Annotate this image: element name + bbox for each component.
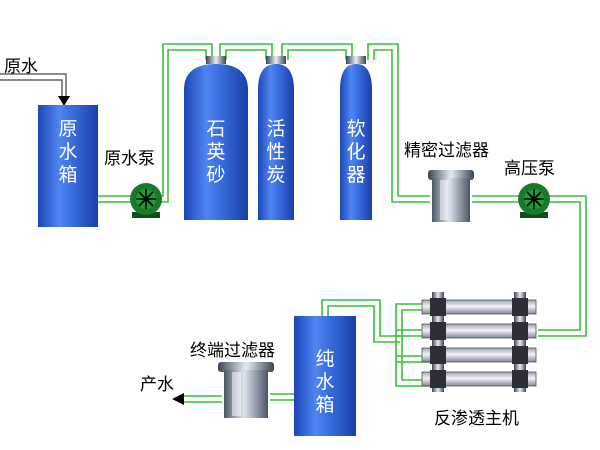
activated-carbon-label: 活性炭 (266, 118, 286, 186)
inlet-arrow (58, 96, 70, 106)
pure-water-tank (294, 316, 356, 436)
pure-water-tank-label: 纯水箱 (315, 348, 335, 416)
raw-water-inlet-pipe (0, 73, 67, 100)
terminal-filter-label: 终端过滤器 (190, 341, 275, 361)
precision-filter-label: 精密过滤器 (404, 141, 489, 161)
terminal-filter-icon (218, 362, 274, 418)
raw-water-inlet-label: 原水 (4, 57, 38, 77)
softener-label: 软化器 (346, 118, 366, 186)
pipe-network (98, 43, 587, 403)
high-pressure-pump-icon (518, 183, 550, 218)
precision-filter-icon (428, 170, 474, 222)
ro-membrane-unit (421, 292, 537, 392)
activated-carbon-vessel (258, 56, 294, 220)
product-water-arrow (172, 393, 184, 405)
softener-vessel (340, 56, 372, 220)
raw-water-tank-label: 原水箱 (58, 118, 78, 186)
quartz-sand-vessel (184, 56, 248, 220)
raw-water-pump-label: 原水泵 (104, 149, 155, 169)
raw-water-pump-icon (130, 183, 162, 218)
ro-unit-label: 反渗透主机 (434, 409, 519, 429)
raw-water-tank (38, 105, 98, 227)
quartz-sand-label: 石英砂 (206, 118, 226, 186)
product-water-label: 产水 (140, 375, 174, 395)
high-pressure-pump-label: 高压泵 (504, 159, 555, 179)
